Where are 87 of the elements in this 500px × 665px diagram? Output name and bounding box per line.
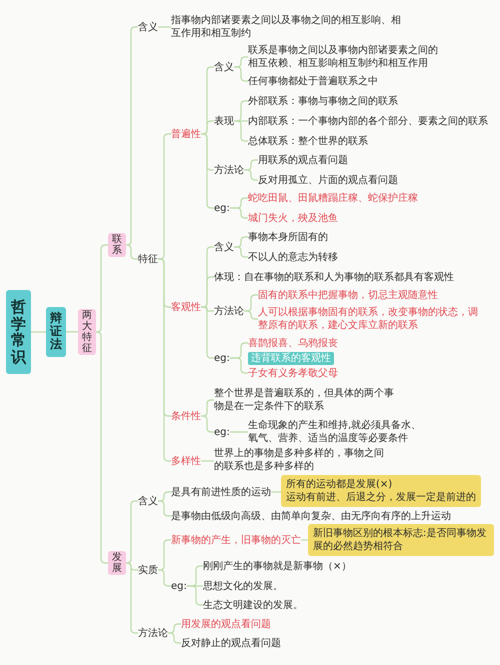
topic-label: 喜鹊报喜、乌鸦报丧 [248, 336, 338, 350]
topic-label: 人可以根据事物固有的联系，改变事物的状态，调整原有的联系，建心文库立新的联系 [258, 306, 480, 332]
note-text: 运动有前进、后退之分，发展一定是前进的 [286, 491, 476, 504]
connector-line [244, 310, 258, 320]
topic-label: 内部联系：一个事物内部的各个部分、要素之间的联系 [248, 114, 488, 128]
topic-label: eg: [214, 426, 230, 438]
topic-label: 事物本身所固有的 [248, 230, 328, 244]
topic-label: 生命现象的产生和维持,就必须具备水、氧气、营养、适当的温度等必要条件 [248, 419, 430, 445]
branch-topic: 发展 [108, 551, 126, 575]
connector-line [126, 244, 138, 260]
topic-label: 是具有前进性质的运动 [171, 486, 271, 498]
note-box [281, 475, 481, 507]
topic-label: eg: [171, 580, 187, 592]
topic-label: 不以人的意志为转移 [248, 250, 338, 264]
connector-line [158, 500, 171, 517]
topic-label: 多样性 [171, 454, 201, 468]
topic-label: 刚刚产生的事物就是新事物（×） [203, 560, 352, 572]
topic-label: 固有的联系中把握事物，切忌主观随意性 [258, 288, 438, 302]
topic-label: 含义 [138, 494, 158, 508]
topic-label: 联系是事物之间以及事物内部诸要素之间的相互依赖、相互影响相互制约和相互作用 [248, 44, 440, 70]
connector-line [234, 246, 248, 258]
topic-label: 普遍性 [171, 128, 201, 140]
topic-label: 生态文明建设的发展。 [203, 598, 303, 612]
connector-line [201, 276, 214, 308]
topic-label: 子女有义务孝敬父母 [248, 366, 338, 380]
topic-label: 整个世界是普遍联系的，但具体的两个事物是在一定条件下的联系 [214, 387, 396, 413]
connector-line [234, 120, 248, 142]
connector-line [201, 460, 214, 462]
connector-line [96, 331, 108, 564]
topic-label: 特征 [138, 252, 158, 266]
topic-label: 方法论 [214, 164, 244, 176]
topic-label: 条件性 [171, 410, 201, 422]
branch-topic: 联系 [108, 233, 126, 257]
connector-line [244, 169, 258, 181]
connector-line [186, 585, 203, 606]
topic-label: 含义 [214, 240, 234, 254]
topic-label: 用发展的观点看问题 [181, 618, 271, 630]
topic-label: 含义 [214, 60, 234, 74]
topic-label: 任何事物都处于普遍联系之中 [248, 74, 378, 88]
topic-label: 客观性 [171, 300, 201, 314]
note-text: 所有的运动都是发展(×) [286, 478, 394, 491]
connector-line [230, 431, 248, 433]
connector-line [271, 491, 281, 493]
topic-label: eg: [214, 202, 230, 214]
connector-line [230, 207, 248, 219]
connector-line [126, 26, 138, 246]
topic-label: 新事物的产生，旧事物的灭亡 [171, 534, 301, 546]
tag-label: 违背联系的客观性 [248, 352, 334, 364]
connector-line [66, 331, 78, 332]
connector-line [201, 120, 214, 135]
connector-line [168, 632, 181, 644]
connector-line [201, 306, 214, 359]
root-topic: 哲学常识 [6, 290, 31, 374]
topic-label: 城门失火，殃及池鱼 [248, 212, 338, 224]
connector-line [230, 357, 248, 374]
connector-line [158, 491, 171, 502]
main-topic: 辩证法 [46, 307, 66, 357]
note-box: 新旧事物区别的根本标志:是否同事物发展的必然趋势相符合 [308, 524, 494, 556]
topic-label: 表现 [214, 114, 234, 128]
topic-label: 方法论 [214, 304, 244, 318]
connector-line [201, 415, 214, 433]
connector-line [96, 244, 108, 333]
topic-label: 蛇吃田鼠、田鼠糟蹋庄稼、蛇保护庄稼 [248, 192, 418, 204]
topic-label: 世界上的事物是多种多样的，事物之间的联系也是多种多样的 [214, 447, 386, 473]
topic-label: 反对用孤立、片面的观点看问题 [258, 174, 398, 186]
topic-label: 反对静止的观点看问题 [181, 636, 281, 650]
connector-line [158, 569, 171, 587]
connector-line [126, 562, 138, 571]
connector-line [234, 66, 248, 82]
topic-label: 指事物内部诸要素之间以及事物之间的相互影响、相互作用和相互制约 [171, 14, 403, 40]
topic-label: 体现：自在事物的联系和人为事物的联系都具有客观性 [214, 270, 454, 284]
topic-label: 是事物由低级向高级、由简单向复杂、由无序向有序的上升运动 [171, 510, 451, 522]
topic-label: 方法论 [138, 626, 168, 640]
topic-label: 含义 [138, 20, 158, 34]
branch-topic: 两大特征 [78, 309, 96, 355]
connector-line [168, 623, 181, 634]
topic-label: 总体联系：整个世界的联系 [248, 134, 368, 148]
connector-line [158, 26, 171, 28]
topic-label: eg: [214, 352, 230, 364]
topic-label: 实质 [138, 564, 158, 576]
topic-label: 思想文化的发展。 [203, 580, 283, 592]
connector-line [201, 133, 214, 209]
topic-label: 用联系的观点看问题 [258, 154, 348, 166]
connector-line [126, 500, 138, 564]
topic-label: 外部联系：事物与事物之间的联系 [248, 94, 398, 108]
connector-line [31, 331, 46, 333]
connector-line [201, 399, 214, 417]
